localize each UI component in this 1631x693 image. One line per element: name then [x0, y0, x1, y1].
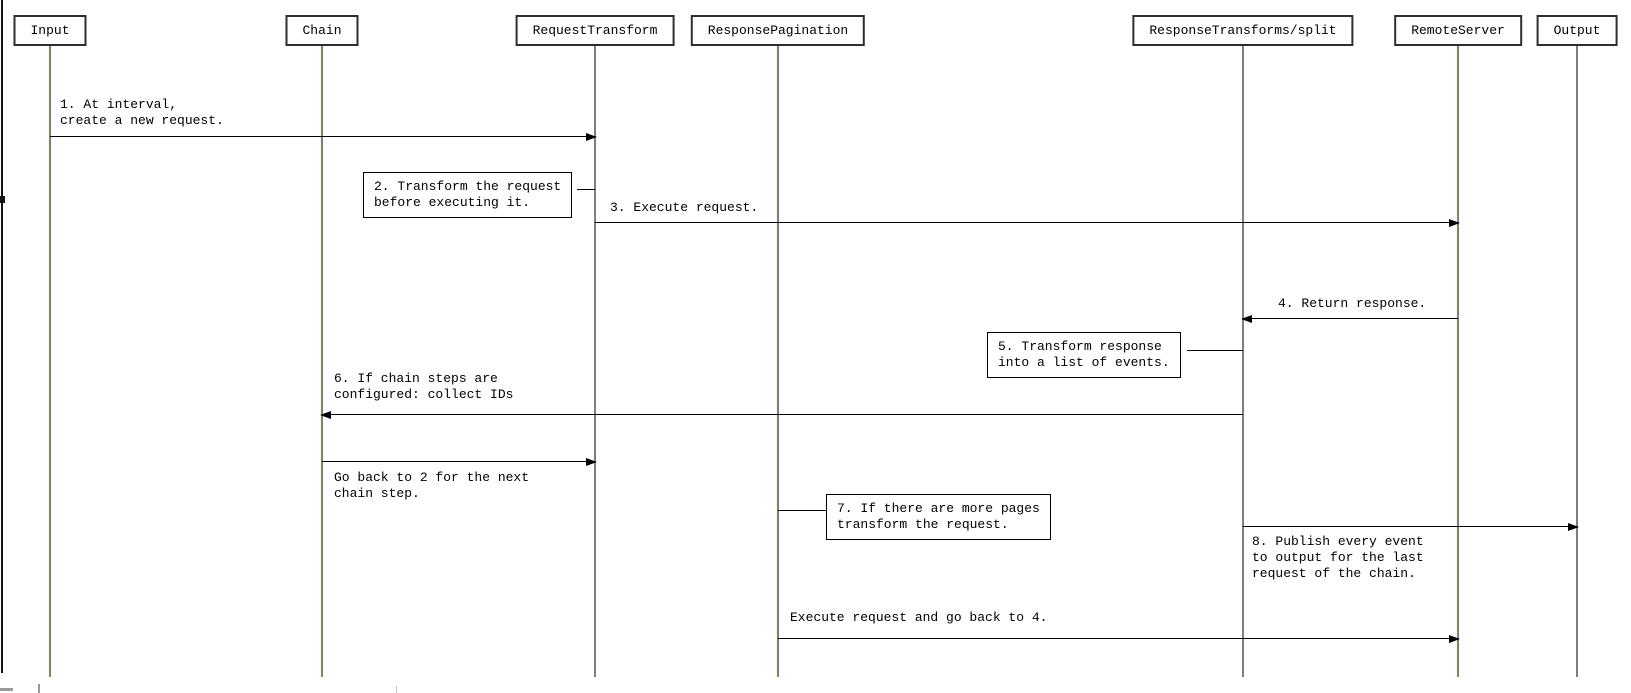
lifeline-request-transform [594, 46, 596, 677]
participant-box-input: Input [13, 15, 87, 46]
bottom-clipped-mark-3 [396, 686, 397, 693]
participant-box-output: Output [1536, 15, 1618, 46]
arrowhead-left-icon [320, 411, 331, 419]
arrowhead-right-icon [1449, 635, 1460, 643]
bottom-clipped-mark-2 [38, 684, 40, 693]
message-1-arrow [50, 133, 597, 141]
message-6-arrow [320, 411, 1243, 419]
left-frame-tick [0, 196, 5, 203]
message-4-arrow [1241, 315, 1458, 323]
participant-box-request-transform: RequestTransform [515, 15, 675, 46]
lifeline-output [1576, 46, 1578, 677]
participant-box-response-pagination: ResponsePagination [690, 15, 866, 46]
message-goback4-label: Execute request and go back to 4. [790, 610, 1048, 625]
lifeline-response-pagination [777, 46, 779, 677]
message-8-label: 8. Publish every event to output for the… [1252, 534, 1424, 581]
message-goback2-label: Go back to 2 for the next chain step. [334, 470, 530, 501]
arrowhead-right-icon [1568, 523, 1579, 531]
note-2-connector [577, 189, 595, 190]
participant-box-chain: Chain [285, 15, 359, 46]
message-goback2-arrow [322, 458, 597, 466]
arrowhead-right-icon [586, 133, 597, 141]
message-3-arrow [595, 219, 1460, 227]
note-7-box: 7. If there are more pages transform the… [826, 494, 1051, 540]
arrowhead-left-icon [1241, 315, 1252, 323]
note-5-connector [1187, 350, 1243, 351]
arrowhead-right-icon [1449, 219, 1460, 227]
note-2-box: 2. Transform the request before executin… [363, 172, 573, 218]
arrowhead-right-icon [586, 458, 597, 466]
message-goback4-arrow [778, 635, 1460, 643]
note-5-box: 5. Transform response into a list of eve… [987, 332, 1181, 378]
lifeline-response-transforms [1242, 46, 1244, 677]
lifeline-input [49, 46, 51, 677]
bottom-clipped-mark-1 [0, 688, 13, 691]
lifeline-chain [321, 46, 323, 677]
participant-box-response-transforms: ResponseTransforms/split [1132, 15, 1354, 46]
message-6-label: 6. If chain steps are configured: collec… [334, 371, 514, 402]
message-8-arrow [1243, 523, 1579, 531]
note-7-connector [778, 510, 826, 511]
message-3-label: 3. Execute request. [610, 200, 759, 215]
left-frame-border [1, 0, 3, 673]
message-1-label: 1. At interval, create a new request. [60, 97, 224, 128]
participant-box-remote-server: RemoteServer [1394, 15, 1522, 46]
lifeline-remote-server [1457, 46, 1459, 677]
message-4-label: 4. Return response. [1278, 296, 1427, 311]
